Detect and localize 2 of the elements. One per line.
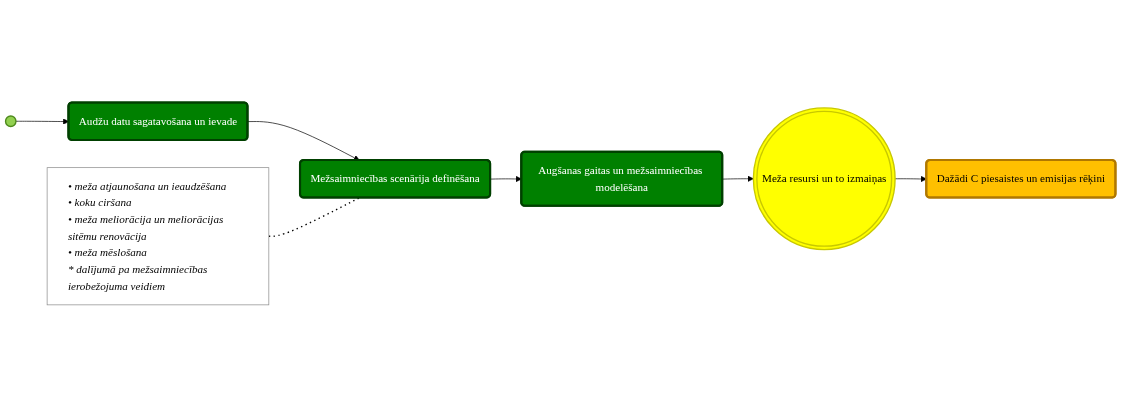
node-box: • meža atjaunošana un ieaudzēšana • koku ciršana • meža meliorācija un meliorācijas sitēmu renovācija • meža mēslošana * dalījumā pa mežsaimniecības ierobežojuma veidiem [46, 167, 270, 305]
node-circle [4, 115, 17, 127]
